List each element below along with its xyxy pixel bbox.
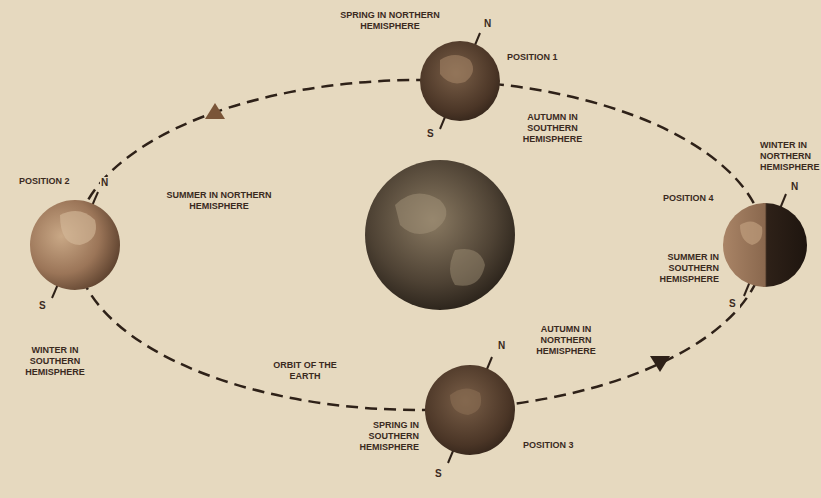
season-label: SPRING IN SOUTHERN HEMISPHERE	[338, 420, 420, 452]
season-label: SUMMER IN NORTHERN HEMISPHERE	[148, 190, 290, 212]
pole-label: S	[434, 468, 446, 480]
pole-label: S	[426, 128, 438, 140]
season-label: SPRING IN NORTHERN HEMISPHERE	[328, 10, 452, 32]
position-label: POSITION 1	[506, 52, 576, 63]
season-label: WINTER IN NORTHERN HEMISPHERE	[759, 140, 817, 172]
season-label: WINTER IN SOUTHERN HEMISPHERE	[16, 345, 94, 377]
season-label: SUMMER IN SOUTHERN HEMISPHERE	[650, 252, 720, 284]
pole-label: N	[100, 177, 112, 189]
position-label: POSITION 2	[18, 176, 84, 187]
pole-label: S	[728, 298, 740, 310]
season-label: AUTUMN IN NORTHERN HEMISPHERE	[516, 324, 616, 356]
pole-label: N	[497, 340, 509, 352]
orbit-label: ORBIT OF THE EARTH	[262, 360, 348, 382]
pole-label: N	[483, 18, 495, 30]
pole-label: N	[790, 181, 802, 193]
pole-label: S	[38, 300, 50, 312]
position-label: POSITION 4	[662, 193, 724, 204]
position-label: POSITION 3	[522, 440, 592, 451]
season-label: AUTUMN IN SOUTHERN HEMISPHERE	[505, 112, 600, 144]
